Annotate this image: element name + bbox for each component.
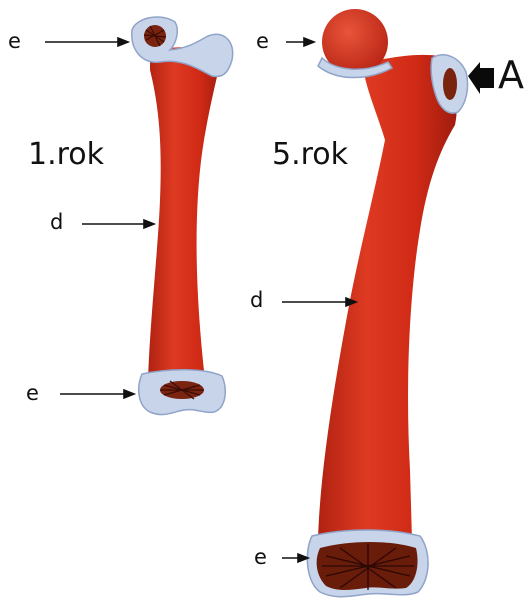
arrowhead-bone1-d	[144, 220, 154, 228]
label-age-1: 1.rok	[28, 140, 104, 170]
label-age-5: 5.rok	[272, 140, 348, 170]
label-bone2-top-e: e	[256, 31, 269, 52]
bone-1-diaphysis	[148, 47, 222, 380]
label-bone2-bottom-e: e	[254, 547, 267, 568]
arrowhead-bone2-bottom-e	[298, 554, 308, 562]
bone-1-year	[132, 17, 233, 415]
label-bone1-top-e: e	[8, 31, 21, 52]
bone-5-years	[307, 9, 467, 597]
arrowhead-bone1-top-e	[118, 38, 128, 46]
label-bone1-d: d	[50, 212, 63, 233]
marker-a-arrow	[468, 62, 494, 94]
bone-2-trochanter-ossification	[443, 68, 457, 100]
arrowhead-bone2-top-e	[304, 38, 314, 46]
arrowhead-bone1-bottom-e	[124, 390, 134, 398]
label-bone2-d: d	[250, 290, 263, 311]
label-bone1-bottom-e: e	[26, 383, 39, 404]
label-marker-a: A	[498, 56, 524, 94]
bone-2-diaphysis	[318, 55, 457, 540]
